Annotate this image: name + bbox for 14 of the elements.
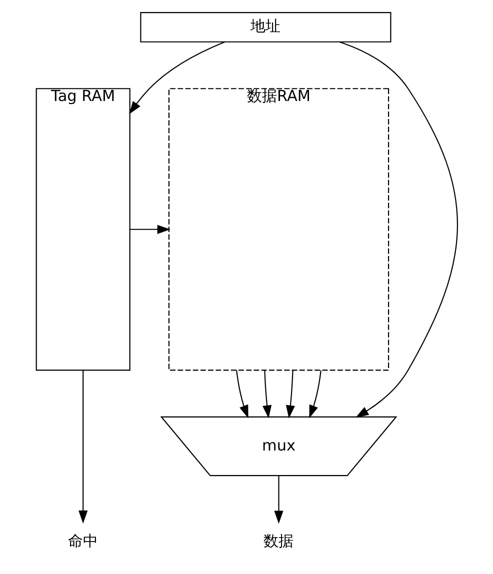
- arrow: [78, 370, 88, 524]
- arrow: [130, 224, 170, 234]
- arrow: [274, 476, 283, 524]
- arrow: [308, 370, 321, 418]
- node-box: Tag RAM: [35, 88, 130, 371]
- arrow: [236, 370, 248, 418]
- node-text: 命中: [68, 532, 98, 550]
- node-box: 数据RAM: [168, 88, 389, 371]
- node-box: 地址: [140, 12, 391, 42]
- node-text: 数据: [263, 532, 294, 550]
- arrow: [338, 41, 458, 418]
- arrow: [262, 370, 272, 418]
- arrow: [128, 41, 224, 114]
- arrow: [285, 370, 294, 418]
